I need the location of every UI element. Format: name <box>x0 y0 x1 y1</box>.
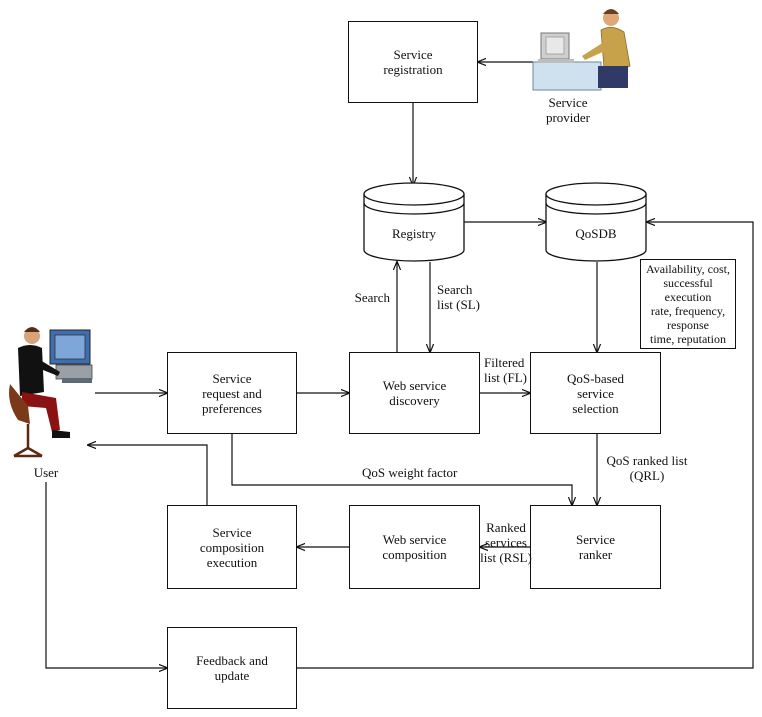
qosdb-label: QoSDB <box>575 226 617 241</box>
user-icon <box>9 327 93 458</box>
qos-ranked-list-label: QoS ranked list (QRL) <box>606 453 688 483</box>
user-label: User <box>33 465 59 480</box>
edge-qos-weight-factor <box>231 433 572 505</box>
feedback-update-box: Feedback and update <box>167 627 297 709</box>
service-ranker-box: Service ranker <box>530 505 661 589</box>
edge-feedback-to-qosdb <box>297 222 754 669</box>
search-label: Search <box>354 290 390 305</box>
qos-based-selection-box: QoS-based service selection <box>530 352 661 434</box>
web-service-discovery-box: Web service discovery <box>349 352 480 434</box>
service-provider-label: Service provider <box>545 95 591 125</box>
web-service-composition-box: Web service composition <box>349 505 480 589</box>
registry-database-icon <box>363 182 465 262</box>
qos-attributes-box: Availability, cost, successful execution… <box>640 259 736 349</box>
registry-label: Registry <box>391 226 437 241</box>
service-request-box: Service request and preferences <box>167 352 297 434</box>
filtered-list-label: Filtered list (FL) <box>484 355 527 385</box>
qosdb-database-icon <box>545 182 647 262</box>
qos-weight-factor-label: QoS weight factor <box>362 465 458 480</box>
edge-user-to-feedback <box>45 482 167 668</box>
ranked-services-list-label: Ranked services list (RSL) <box>480 520 532 565</box>
service-composition-execution-box: Service composition execution <box>167 505 297 589</box>
search-list-label: Search list (SL) <box>437 282 480 312</box>
service-registration-box: Service registration <box>348 21 478 103</box>
service-provider-icon <box>532 9 631 91</box>
edge-execution-to-user <box>88 445 208 505</box>
